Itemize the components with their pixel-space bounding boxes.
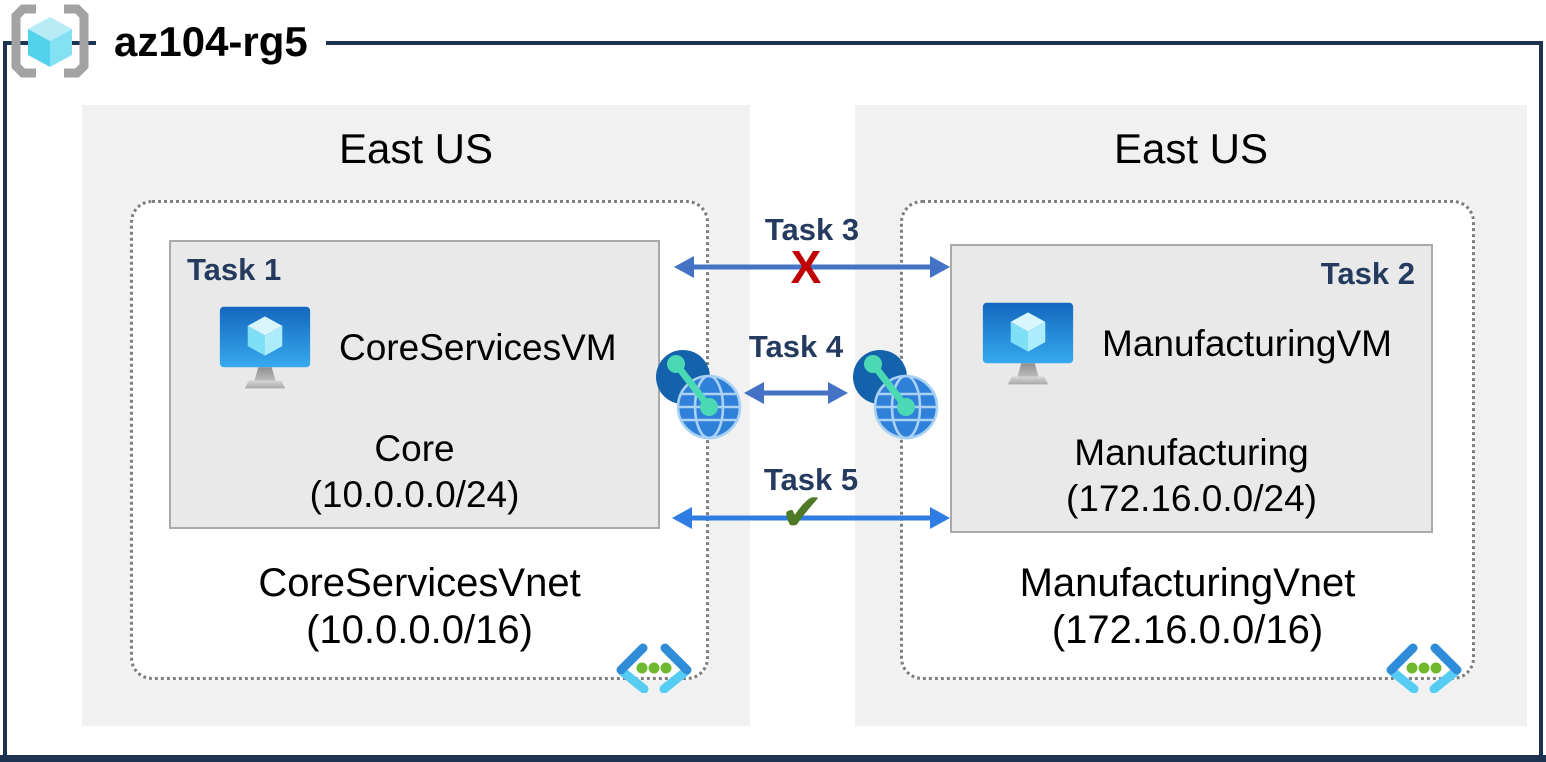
task1-label: Task 1 [187,252,282,287]
subnet-core: Task 1 CoreServicesVM Core (10.0.0.0/ [169,240,660,529]
virtual-network-icon [1384,641,1464,694]
subnet-cidr: (172.16.0.0/24) [1066,478,1317,519]
subnet-name: Core [374,428,455,469]
arrow-left-head [674,256,694,278]
subnet-name-block: Core (10.0.0.0/24) [171,426,658,518]
vm-row-coreservices: CoreServicesVM [171,300,658,396]
vm-row-manufacturing: ManufacturingVM [952,296,1431,392]
arrow-right-head [930,256,950,278]
vnet-name: CoreServicesVnet [258,561,581,605]
arrow-left-head [672,507,692,529]
arrow-left-head [744,382,764,404]
arrow-shaft [686,515,936,521]
blocked-x-icon: X [790,241,822,293]
subnet-cidr: (10.0.0.0/24) [309,474,520,515]
arrow-right-head [930,507,950,529]
vnet-peering-icon [852,348,940,440]
check-icon: ✔ [780,484,824,542]
region-right-label: East US [1113,125,1269,172]
subnet-manufacturing: Task 2 ManufacturingVM Manufacturing [950,244,1433,533]
vm-name: CoreServicesVM [339,327,617,368]
virtual-machine-icon [980,296,1076,392]
resource-group-name: az104-rg5 [96,10,326,74]
vnet-cidr: (10.0.0.0/16) [306,608,533,652]
task3-label: Task 3 [764,212,860,247]
subnet-name-block: Manufacturing (172.16.0.0/24) [952,430,1431,522]
vnet-peering-icon [655,348,743,440]
vnet-label-block: CoreServicesVnet (10.0.0.0/16) [133,560,706,654]
vnet-manufacturing: Task 2 ManufacturingVM Manufacturing [900,200,1475,694]
arrow-right-head [828,382,848,404]
bottom-border-bar [0,755,1546,762]
task5-label: Task 5 [763,462,859,497]
vnet-label-block: ManufacturingVnet (172.16.0.0/16) [903,560,1472,654]
resource-group-icon [8,3,92,81]
arrow-shaft [758,390,834,396]
task3-arrow [674,255,950,279]
task4-arrow [744,381,848,405]
vnet-coreservices: Task 1 CoreServicesVM Core (10.0.0.0/ [130,200,709,694]
vnet-cidr: (172.16.0.0/16) [1051,608,1324,652]
virtual-machine-icon [217,300,313,396]
vnet-name: ManufacturingVnet [1019,561,1356,605]
virtual-network-icon [614,641,694,694]
arrow-shaft [688,264,936,270]
resource-group-title: az104-rg5 [8,2,326,82]
task5-arrow [672,506,950,530]
region-left-label: East US [338,125,494,172]
task4-label: Task 4 [748,329,844,364]
vm-name: ManufacturingVM [1102,323,1392,364]
subnet-name: Manufacturing [1074,432,1309,473]
resource-group-frame [3,41,1543,762]
task2-label: Task 2 [1320,256,1415,291]
